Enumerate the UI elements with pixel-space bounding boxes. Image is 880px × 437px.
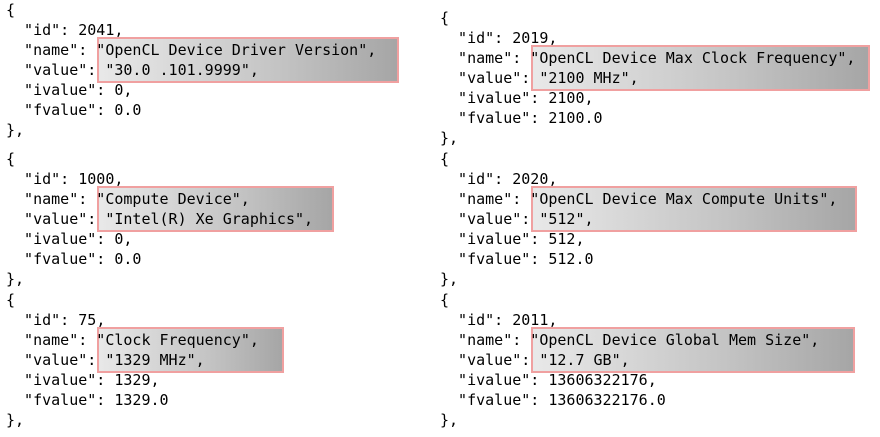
json-object-2011: { "id": 2011, "name": "OpenCL Device Glo… xyxy=(440,290,855,430)
json-object-2019: { "id": 2019, "name": "OpenCL Device Max… xyxy=(440,8,870,148)
fvalue-value: 13606322176.0 xyxy=(548,391,666,409)
fvalue-value: 512.0 xyxy=(548,250,594,268)
fvalue-value: 0.0 xyxy=(114,101,142,119)
id-value: 75 xyxy=(78,311,97,329)
json-object-75: { "id": 75, "name": "Clock Frequency", "… xyxy=(6,290,284,430)
value-value: Intel(R) Xe Graphics xyxy=(114,210,295,228)
json-object-2020: { "id": 2020, "name": "OpenCL Device Max… xyxy=(440,149,857,289)
id-value: 2011 xyxy=(512,311,549,329)
ivalue-value: 13606322176 xyxy=(548,371,648,389)
name-value: OpenCL Device Global Mem Size xyxy=(539,331,802,349)
ivalue-value: 1329 xyxy=(114,371,151,389)
value-value: 1329 MHz xyxy=(114,351,187,369)
name-value: OpenCL Device Max Clock Frequency xyxy=(539,49,838,67)
id-value: 2041 xyxy=(78,21,115,39)
fvalue-value: 0.0 xyxy=(114,250,142,268)
ivalue-value: 0 xyxy=(114,230,124,248)
value-value: 30.0 .101.9999 xyxy=(114,61,241,79)
ivalue-value: 2100 xyxy=(548,89,585,107)
name-value: Clock Frequency xyxy=(105,331,241,349)
name-value: OpenCL Device Max Compute Units xyxy=(539,190,820,208)
fvalue-value: 1329.0 xyxy=(114,391,169,409)
value-value: 512 xyxy=(548,210,576,228)
name-value: OpenCL Device Driver Version xyxy=(105,41,359,59)
id-value: 2019 xyxy=(512,29,549,47)
value-value: 12.7 GB xyxy=(548,351,612,369)
ivalue-value: 512 xyxy=(548,230,576,248)
id-value: 2020 xyxy=(512,170,549,188)
value-value: 2100 MHz xyxy=(548,69,621,87)
fvalue-value: 2100.0 xyxy=(548,109,603,127)
name-value: Compute Device xyxy=(105,190,232,208)
json-object-2041: { "id": 2041, "name": "OpenCL Device Dri… xyxy=(6,0,399,140)
id-value: 1000 xyxy=(78,170,115,188)
ivalue-value: 0 xyxy=(114,81,124,99)
json-object-1000: { "id": 1000, "name": "Compute Device", … xyxy=(6,149,334,289)
